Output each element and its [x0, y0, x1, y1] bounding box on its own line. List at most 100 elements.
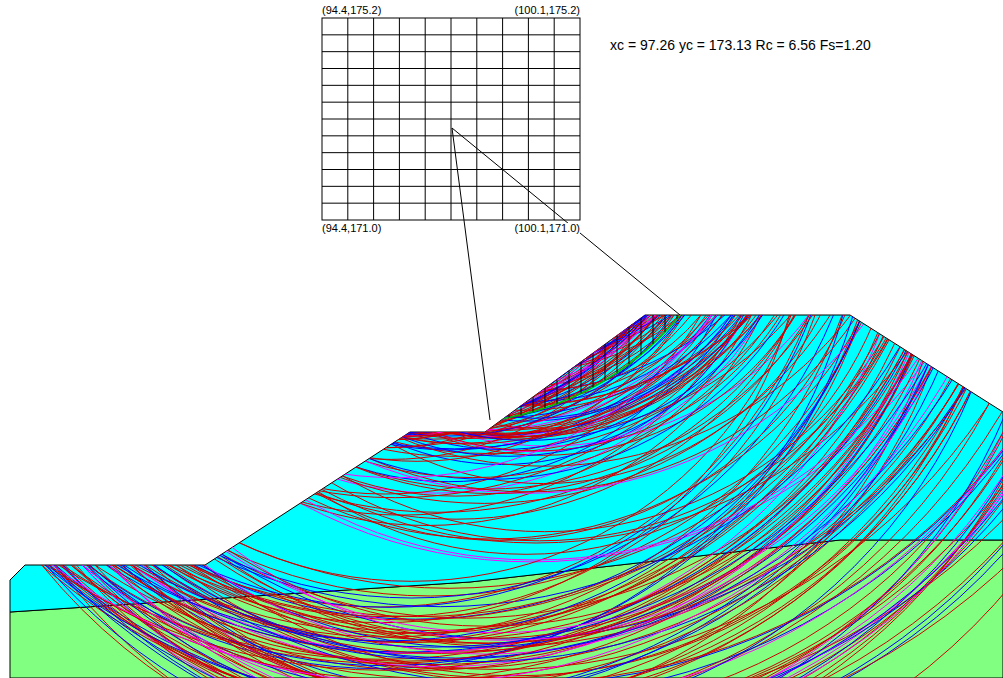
slice-line	[533, 397, 534, 412]
trial-arc	[75, 0, 778, 417]
trial-arc	[171, 0, 863, 406]
trial-arc	[213, 0, 652, 418]
slice-line	[593, 353, 594, 387]
grid-line	[322, 203, 580, 204]
trial-arc	[17, 0, 753, 494]
grid-line	[322, 68, 580, 69]
trial-arc	[195, 0, 721, 444]
trial-arc	[139, 0, 941, 541]
trial-arc	[117, 0, 651, 434]
grid-line	[322, 152, 580, 153]
trial-arc	[229, 0, 786, 434]
slice-line	[509, 414, 510, 417]
trial-arc	[135, 0, 923, 492]
trial-arc	[83, 0, 829, 456]
trial-arc	[14, 0, 790, 515]
trial-arc	[41, 0, 735, 433]
trial-arc	[199, 0, 835, 393]
trial-arc	[248, 0, 825, 451]
trial-arc	[196, 0, 729, 388]
trial-arc	[93, 0, 880, 489]
result-label: xc = 97.26 yc = 173.13 Rc = 6.56 Fs=1.20	[610, 38, 871, 52]
trial-arc	[0, 0, 825, 498]
trial-arc	[22, 0, 1003, 676]
trial-arc	[136, 0, 711, 433]
trial-arc	[39, 0, 739, 448]
trial-arc	[8, 0, 963, 639]
trial-arc	[0, 0, 1003, 647]
trial-arc	[0, 0, 951, 670]
trial-arc	[0, 0, 896, 619]
trial-arc	[0, 0, 975, 654]
trial-arc	[78, 0, 795, 493]
grid-line	[322, 135, 580, 136]
trial-arc	[0, 0, 897, 641]
trial-arc	[296, 0, 773, 418]
trial-arc	[123, 0, 862, 494]
slice-line	[617, 335, 618, 372]
trial-arc	[258, 0, 693, 391]
trial-arc	[124, 0, 788, 496]
trial-arc	[0, 0, 917, 633]
grid-line	[322, 51, 580, 52]
trial-arc	[260, 0, 727, 370]
trial-arc	[114, 0, 861, 454]
trial-arc	[104, 0, 730, 461]
trial-arc	[74, 0, 740, 425]
trial-arc	[7, 0, 815, 581]
trial-arc	[273, 0, 792, 452]
grid-corner-label: (94.4,171.0)	[322, 223, 381, 234]
slice-line	[665, 315, 666, 332]
trial-arc	[107, 0, 946, 493]
trial-arc	[305, 0, 740, 354]
trial-arc	[0, 0, 1003, 639]
trial-arc	[139, 0, 729, 439]
trial-arc	[69, 0, 704, 440]
leader-line	[452, 128, 490, 420]
trial-arc	[224, 0, 812, 437]
trial-arc	[0, 0, 806, 623]
trial-arc	[0, 0, 870, 637]
trial-arc	[246, 0, 810, 440]
trial-arc	[305, 0, 770, 401]
trial-arc	[0, 0, 993, 658]
grid-corner-label: (94.4,175.2)	[322, 5, 381, 16]
trial-arc	[258, 0, 714, 391]
trial-arc	[316, 13, 685, 382]
critical-arc	[157, 0, 747, 423]
trial-arc	[238, 0, 812, 352]
trial-arc	[112, 0, 834, 478]
slice-line	[557, 379, 558, 403]
trial-arc	[139, 0, 837, 479]
trial-arc	[223, 0, 873, 446]
trial-arc	[89, 0, 798, 434]
trial-arc	[12, 0, 961, 626]
trial-arc	[152, 0, 937, 532]
grid-line	[322, 119, 580, 120]
center-grid	[322, 18, 580, 220]
trial-arc	[0, 0, 970, 652]
trial-arc	[293, 0, 786, 429]
grid-line	[322, 34, 580, 35]
grid-line	[322, 169, 580, 170]
trial-arc	[0, 0, 953, 634]
trial-arc	[213, 0, 802, 456]
trial-arc	[92, 0, 701, 424]
trial-arc	[46, 0, 725, 424]
trial-arc	[160, 0, 715, 433]
trial-arc	[129, 0, 856, 435]
trial-arc	[56, 0, 798, 526]
trial-arc	[187, 0, 773, 378]
trial-arc	[0, 0, 913, 653]
trial-arc	[68, 0, 913, 539]
slice-line	[641, 318, 642, 355]
trial-arc	[184, 0, 714, 436]
trial-arc	[69, 0, 1001, 560]
trial-arc	[160, 0, 929, 466]
trial-arc	[122, 0, 877, 540]
